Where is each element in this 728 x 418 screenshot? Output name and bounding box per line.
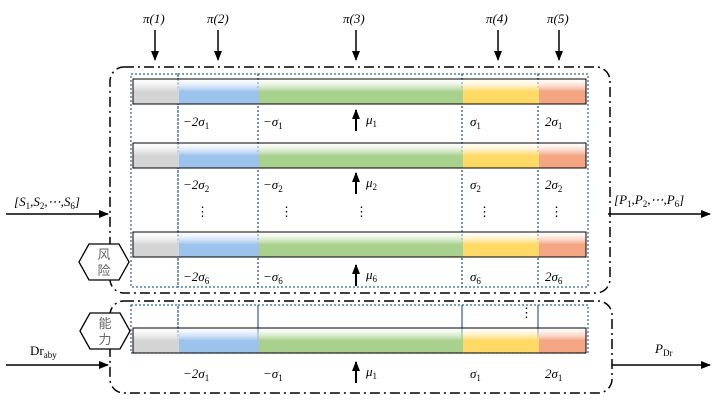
ability-badge-char-1: 能 (98, 317, 111, 332)
bar-segment-3 (259, 143, 463, 168)
risk-badge: 风 险 (78, 243, 130, 281)
ellipsis-col-5: ⋮ (550, 204, 563, 219)
bar-segment-5 (539, 328, 586, 353)
sigma-label: σ1 (470, 366, 481, 383)
pos-2sigma-label: 2σ1 (545, 366, 562, 383)
bar-segment-3 (259, 232, 463, 257)
risk-output-label: [P1,P2,⋯,P6] (614, 192, 684, 209)
neg-2sigma-label: −2σ1 (183, 114, 209, 131)
column-box-4 (461, 73, 539, 288)
neg-2sigma-label: −2σ1 (183, 366, 209, 383)
ability-badge: 能 力 (79, 312, 131, 350)
bar-segment-2 (179, 143, 259, 168)
pi-5-label: π(5) (547, 11, 569, 26)
bar-row (132, 231, 587, 258)
pos-2sigma-label: 2σ1 (545, 114, 562, 131)
ellipsis-col-mu: ⋮ (355, 204, 368, 219)
column-box-3 (257, 73, 463, 288)
column-box-5 (537, 73, 589, 288)
bar-outline (132, 231, 587, 258)
ability-badge-char-2: 力 (98, 333, 111, 348)
bar-segment-1 (133, 232, 179, 257)
neg-sigma-label: −σ2 (263, 177, 283, 194)
ability-ellipsis: ⋮ (520, 305, 533, 320)
sigma-label: σ1 (470, 114, 481, 131)
bar-row (132, 327, 587, 354)
bar-row (132, 78, 587, 105)
bar-outline (132, 142, 587, 169)
io-arrows (6, 210, 711, 369)
bar-segment-5 (539, 79, 586, 104)
sigma-label: σ6 (470, 269, 481, 286)
risk-input-label: [S1,S2,⋯,S6] (14, 194, 80, 211)
column-box-2 (177, 73, 259, 288)
pos-2sigma-label: 2σ6 (545, 269, 563, 286)
risk-badge-char-2: 险 (97, 264, 110, 279)
pi-3-label: π(3) (343, 11, 365, 26)
label-row: −2σ6 −σ6 μ6 σ6 2σ6 (183, 264, 563, 286)
ability-input-label: Draby (30, 343, 57, 360)
risk-badge-char-1: 风 (97, 248, 110, 263)
pos-2sigma-label: 2σ2 (545, 177, 562, 194)
neg-2sigma-label: −2σ6 (183, 269, 210, 286)
mu-label: μ6 (365, 267, 378, 284)
bar-segment-1 (133, 328, 179, 353)
bar-segment-5 (539, 232, 586, 257)
pi-arrows (151, 30, 563, 61)
label-row: −2σ2 −σ2 μ2 σ2 2σ2 (183, 172, 562, 194)
distribution-bars (132, 78, 587, 354)
ability-column-box-1 (130, 304, 179, 354)
bar-outline (132, 327, 587, 354)
column-box-1 (130, 73, 179, 288)
label-row: −2σ1 −σ1 μ1 σ1 2σ1 (183, 109, 562, 131)
bar-row (132, 142, 587, 169)
bar-segment-1 (133, 143, 179, 168)
bar-segment-4 (463, 232, 539, 257)
bar-segment-1 (133, 79, 179, 104)
ability-badge-hexagon (79, 312, 131, 350)
ellipsis-col-4: ⋮ (478, 204, 491, 219)
mu-label: μ2 (365, 175, 377, 192)
pi-4-label: π(4) (486, 11, 508, 26)
bar-segment-4 (463, 143, 539, 168)
bar-segment-2 (179, 232, 259, 257)
bar-outline (132, 78, 587, 105)
ellipsis-col-2: ⋮ (196, 204, 209, 219)
bar-segment-4 (463, 79, 539, 104)
bar-segment-2 (179, 328, 259, 353)
bar-segment-3 (259, 328, 463, 353)
ellipsis-col-3: ⋮ (280, 204, 293, 219)
neg-sigma-label: −σ6 (263, 269, 283, 286)
label-row: −2σ1 −σ1 μ1 σ1 2σ1 (183, 361, 562, 383)
ability-output-label: PDr (654, 341, 672, 358)
pi-1-label: π(1) (143, 11, 165, 26)
risk-group-frame (109, 66, 611, 294)
pi-2-label: π(2) (207, 11, 229, 26)
bar-segment-2 (179, 79, 259, 104)
bar-segment-3 (259, 79, 463, 104)
risk-badge-hexagon (78, 243, 130, 281)
bar-segment-5 (539, 143, 586, 168)
neg-2sigma-label: −2σ2 (183, 177, 209, 194)
row-labels: −2σ1 −σ1 μ1 σ1 2σ1 −2σ2 −σ2 μ2 σ2 2σ2 −2σ6 −σ6 μ6 σ6 2… (183, 109, 563, 383)
mu-label: μ1 (365, 112, 377, 129)
pi-labels: π(1) π(2) π(3) π(4) π(5) (143, 11, 569, 26)
neg-sigma-label: −σ1 (263, 366, 283, 383)
sigma-label: σ2 (470, 177, 481, 194)
bar-segment-4 (463, 328, 539, 353)
mu-label: μ1 (365, 364, 377, 381)
neg-sigma-label: −σ1 (263, 114, 283, 131)
ellipsis-row: ⋮ ⋮ ⋮ ⋮ ⋮ ⋮ (196, 204, 563, 320)
